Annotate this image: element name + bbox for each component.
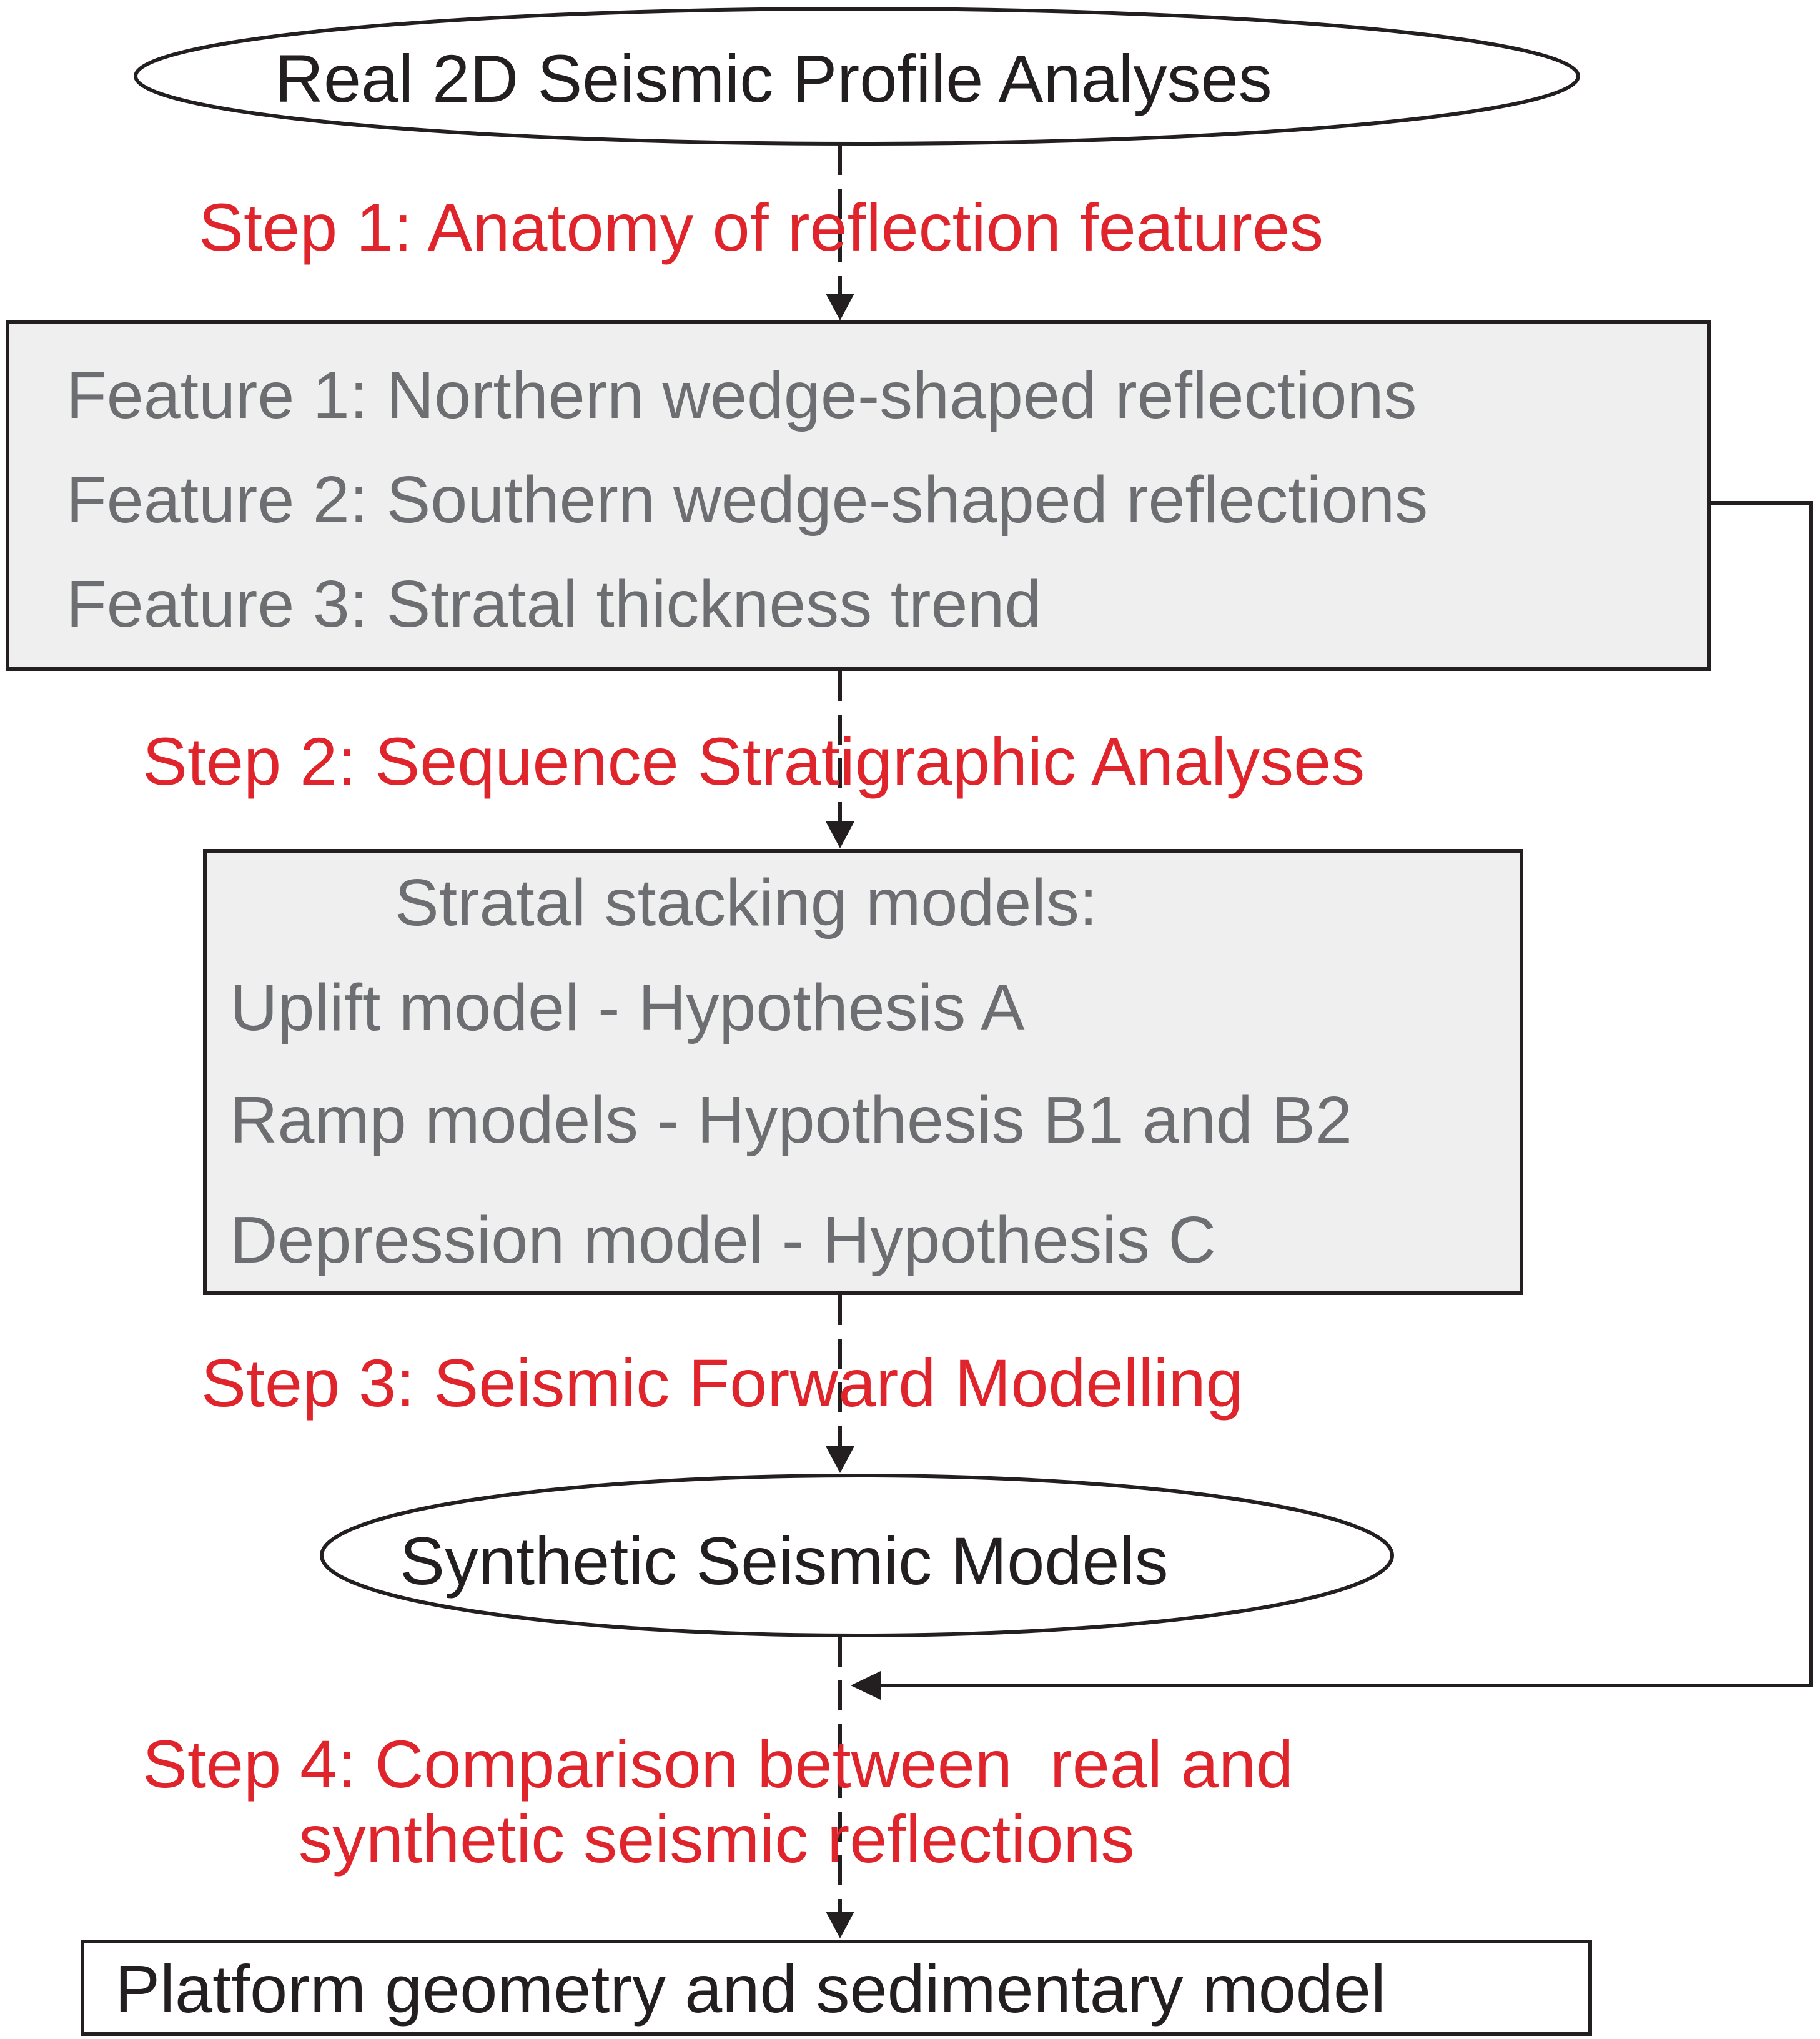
connector-3-arrowhead — [826, 1446, 854, 1473]
end-node-label: Platform geometry and sedimentary model — [115, 1951, 1386, 2027]
step-4-label-line-2: synthetic seismic reflections — [299, 1801, 1135, 1877]
models-heading-label: Stratal stacking models: — [395, 866, 1098, 940]
feedback-connector-arrowhead — [851, 1671, 881, 1700]
step-1-label: Step 1: Anatomy of reflection features — [199, 189, 1324, 265]
feature-1-label: Feature 1: Northern wedge-shaped reflect… — [66, 359, 1417, 432]
synthetic-node-label: Synthetic Seismic Models — [400, 1523, 1169, 1599]
models-box-shape — [203, 849, 1523, 1295]
connector-4-arrowhead — [826, 1912, 854, 1938]
step-3-label: Step 3: Seismic Forward Modelling — [201, 1345, 1244, 1421]
model-uplift-label: Uplift model - Hypothesis A — [230, 971, 1025, 1044]
model-depression-label: Depression model - Hypothesis C — [230, 1203, 1216, 1277]
feature-3-label: Feature 3: Stratal thickness trend — [66, 567, 1042, 641]
feature-2-label: Feature 2: Southern wedge-shaped reflect… — [66, 463, 1428, 537]
start-node-label: Real 2D Seismic Profile Analyses — [275, 41, 1272, 116]
model-ramp-label: Ramp models - Hypothesis B1 and B2 — [230, 1083, 1352, 1157]
end-box-shape — [81, 1940, 1592, 2036]
synthetic-node-shape — [320, 1474, 1394, 1637]
start-node-shape — [134, 7, 1580, 146]
connector-2-arrowhead — [826, 821, 854, 848]
step-4-label-line-1: Step 4: Comparison between real and — [142, 1726, 1294, 1802]
connector-1-arrowhead — [826, 294, 854, 320]
feedback-connector-line — [881, 501, 1813, 1687]
step-2-label: Step 2: Sequence Stratigraphic Analyses — [142, 723, 1365, 799]
features-box-shape — [6, 320, 1711, 671]
